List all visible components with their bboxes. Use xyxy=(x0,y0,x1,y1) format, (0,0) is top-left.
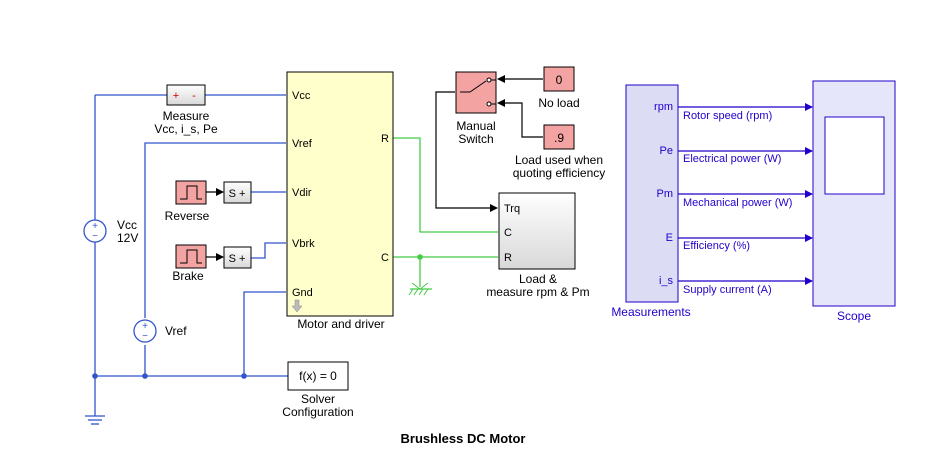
reverse-label: Reverse xyxy=(165,209,210,223)
wire-gnd xyxy=(243,291,286,376)
port-vref: Vref xyxy=(292,138,313,150)
no-load-value: 0 xyxy=(556,73,563,87)
port-gnd: Gnd xyxy=(292,287,313,299)
s-plus-block-1[interactable]: S + xyxy=(223,181,252,204)
signal-wires xyxy=(206,75,543,261)
no-load-label: No load xyxy=(538,96,579,110)
brake-pulse-block[interactable] xyxy=(175,244,207,269)
port-r: R xyxy=(504,252,512,264)
wire-load-switch xyxy=(497,99,543,138)
down-arrow-icon xyxy=(291,299,303,313)
svg-text:−: − xyxy=(142,331,148,342)
load-efficiency-label: Load used when xyxy=(515,153,603,167)
manual-switch-label: Switch xyxy=(458,132,493,146)
vcc-source-icon[interactable]: + − xyxy=(83,219,107,243)
port-trq: Trq xyxy=(504,203,520,215)
solver-label: Configuration xyxy=(282,405,353,419)
signal-label-pm: Mechanical power (W) xyxy=(683,197,792,209)
mechanical-wires xyxy=(393,137,498,287)
signal-label-pe: Electrical power (W) xyxy=(683,153,781,165)
solver-config-block[interactable]: f(x) = 0 xyxy=(287,361,349,391)
signal-label-rpm: Rotor speed (rpm) xyxy=(683,110,772,122)
svg-text:−: − xyxy=(92,231,98,242)
motor-driver-block[interactable]: Vcc Vref Vdir Vbrk Gnd R C xyxy=(286,71,394,317)
manual-switch-label: Manual xyxy=(456,119,495,133)
junction-dot xyxy=(241,373,247,379)
port-r: R xyxy=(381,133,389,145)
reverse-pulse-block[interactable] xyxy=(175,180,207,205)
port-vcc: Vcc xyxy=(292,90,311,102)
wire-rotor-r xyxy=(393,137,498,233)
port-c: C xyxy=(504,227,512,239)
load-efficiency-value: .9 xyxy=(554,131,564,145)
load-measure-label: measure rpm & Pm xyxy=(486,285,589,299)
solver-label: Solver xyxy=(301,392,335,406)
signal-label-efficiency: Efficiency (%) xyxy=(683,240,750,252)
vref-source-icon[interactable]: + − xyxy=(133,319,157,343)
signal-label-current: Supply current (A) xyxy=(683,284,772,296)
svg-text:+: + xyxy=(142,321,148,332)
measurement-wires xyxy=(678,103,813,285)
measure-label: Measure xyxy=(163,109,210,123)
manual-switch-block[interactable] xyxy=(455,71,497,114)
s-plus-block-2[interactable]: S + xyxy=(223,246,252,269)
solver-expression: f(x) = 0 xyxy=(299,369,337,383)
motor-driver-label: Motor and driver xyxy=(297,317,384,331)
load-efficiency-label: quoting efficiency xyxy=(513,166,606,180)
port-vbrk: Vbrk xyxy=(292,238,315,250)
load-measure-label: Load & xyxy=(519,272,557,286)
load-measure-block[interactable]: Trq C R xyxy=(498,192,576,270)
wire-switch-trq xyxy=(435,91,498,212)
measure-minus-sign: - xyxy=(192,90,196,102)
junction-dot xyxy=(92,373,98,379)
vcc-source-value: 12V xyxy=(117,231,138,245)
wire-s2-vbrk xyxy=(251,242,286,259)
measure-block[interactable]: + - xyxy=(166,84,206,106)
s-plus-label: S + xyxy=(229,188,246,200)
s-plus-label: S + xyxy=(229,253,246,265)
scope-block[interactable] xyxy=(812,80,896,307)
port-e: E xyxy=(666,232,673,244)
port-vdir: Vdir xyxy=(292,187,312,199)
vref-source-label: Vref xyxy=(165,324,187,338)
port-rpm: rpm xyxy=(654,101,673,113)
mechanical-ground-icon xyxy=(408,282,432,296)
port-i-s: i_s xyxy=(659,275,674,287)
load-efficiency-constant[interactable]: .9 xyxy=(543,124,575,150)
diagram-title: Brushless DC Motor xyxy=(401,431,526,446)
vcc-source-label: Vcc xyxy=(117,218,137,232)
scope-screen xyxy=(824,116,885,195)
brake-label: Brake xyxy=(172,269,204,283)
port-pe: Pe xyxy=(660,145,673,157)
junction-dot xyxy=(142,373,148,379)
port-c: C xyxy=(381,252,389,264)
measurements-block[interactable]: rpm Pe Pm E i_s xyxy=(625,84,679,303)
electrical-ground-icon xyxy=(85,415,105,425)
measure-plus-sign: + xyxy=(173,90,179,102)
scope-label: Scope xyxy=(837,309,871,323)
measure-label: Vcc, i_s, Pe xyxy=(154,122,218,136)
port-pm: Pm xyxy=(657,188,674,200)
electrical-wires xyxy=(94,94,288,416)
measurements-label: Measurements xyxy=(611,305,690,319)
svg-text:+: + xyxy=(92,221,98,232)
no-load-constant[interactable]: 0 xyxy=(543,66,575,92)
wire-vref xyxy=(144,142,286,376)
